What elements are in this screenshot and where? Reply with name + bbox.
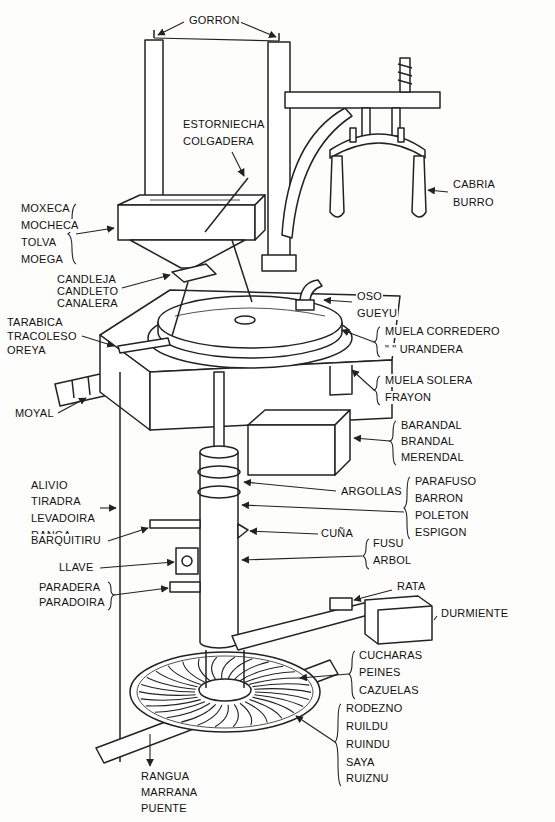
part-label: " " URANDERA — [384, 343, 464, 356]
cabria-brace — [282, 108, 352, 238]
burro-arch — [330, 134, 425, 158]
wheel-blade — [245, 672, 295, 683]
part-label: SAYA — [345, 756, 376, 769]
part-label: FRAYON — [384, 391, 432, 404]
wheel-blade — [146, 700, 201, 706]
part-label: PEINES — [358, 666, 402, 679]
part-label: ESTORNIECHA — [182, 118, 265, 131]
wheel-blade — [168, 666, 201, 685]
estorniecha — [205, 178, 248, 232]
part-label: RUIZNU — [345, 772, 390, 785]
part-label: MOYAL — [14, 407, 55, 420]
part-label: TARABICA — [6, 316, 64, 329]
part-label: PARADERA — [38, 581, 101, 594]
part-label: MUELA SOLERA — [384, 374, 473, 387]
llave — [176, 548, 198, 574]
wheel-blade — [254, 689, 311, 693]
barandal — [248, 425, 335, 475]
part-label: MARRANA — [140, 786, 198, 799]
wheel-blade — [252, 684, 309, 687]
cabria-beam — [285, 92, 440, 108]
colgadera — [232, 240, 252, 302]
part-label: MERENDAL — [400, 451, 465, 464]
part-label: BRANDAL — [400, 435, 455, 448]
part-label: CANALERA — [56, 297, 119, 310]
part-label: RUINDU — [345, 738, 391, 751]
part-label: MOCHECA — [20, 219, 80, 232]
part-label: ARBOL — [372, 554, 412, 567]
part-label: CUCHARAS — [358, 649, 423, 662]
wheel-blade — [155, 702, 205, 713]
part-label: BARANDAL — [400, 419, 463, 432]
part-label: BURRO — [452, 196, 495, 209]
part-label: POLETON — [414, 509, 470, 522]
wheel-blade — [240, 703, 252, 725]
part-label: ALIVIO — [30, 479, 69, 492]
part-label: BARRON — [414, 492, 464, 505]
table-front — [150, 360, 392, 430]
rodezno — [130, 652, 320, 732]
wheel-blade — [222, 657, 235, 679]
part-label: CUÑA — [320, 527, 354, 540]
part-label: RUILDU — [345, 720, 389, 733]
part-label: LLAVE — [58, 561, 94, 574]
part-label: MOXECA — [20, 202, 71, 215]
fusu — [200, 452, 238, 648]
part-label: ARGOLLAS — [340, 485, 403, 498]
part-label: TOLVA — [20, 236, 57, 249]
wheel-blade — [141, 697, 198, 700]
part-label: OSO — [356, 290, 383, 303]
hub — [199, 679, 251, 701]
part-label: RATA — [396, 580, 427, 593]
wheel-blade — [249, 700, 282, 719]
part-label: ESPIGON — [414, 526, 468, 539]
burro-arm — [412, 156, 426, 217]
part-label: TRACOLESO — [6, 330, 78, 343]
barquitiru — [150, 520, 200, 528]
part-label: PUENTE — [140, 802, 188, 815]
durmiente — [365, 596, 432, 644]
parafuso — [214, 372, 224, 452]
part-label: GUEYU — [356, 307, 398, 320]
part-label: TIRADRA — [30, 495, 82, 508]
table-top — [100, 290, 400, 372]
wheel-blade — [249, 678, 304, 684]
part-label: MUELA CORREDERO — [384, 325, 501, 338]
cuna — [238, 524, 248, 538]
part-label: RANGUA — [140, 770, 190, 783]
part-label: BARQUITIRU — [30, 534, 102, 547]
part-label: LEVADOIRA — [30, 512, 96, 525]
wheel-blade — [233, 704, 238, 726]
rata — [330, 598, 352, 610]
paradera — [170, 582, 200, 592]
post — [145, 40, 163, 205]
tolva-funnel — [130, 240, 245, 268]
tolva-top — [118, 195, 265, 205]
part-label: CABRIA — [452, 178, 496, 191]
tarabica — [118, 338, 170, 353]
part-label: RODEZNO — [345, 702, 403, 715]
post-base — [262, 255, 296, 271]
part-label: COLGADERA — [182, 135, 255, 148]
tolva-front — [118, 205, 255, 240]
wheel-blade — [215, 705, 228, 727]
candleja — [172, 264, 216, 282]
alivio — [119, 372, 121, 762]
part-label: CAZUELAS — [358, 684, 420, 697]
part-label: GORRON — [188, 14, 241, 27]
oso — [300, 280, 322, 302]
part-label: DURMIENTE — [440, 607, 509, 620]
wheel-blade — [212, 657, 217, 679]
burro-arm — [330, 156, 344, 217]
part-label: PARAFUSO — [414, 475, 477, 488]
part-label: FUSU — [372, 537, 405, 550]
part-label: MOEGA — [20, 253, 64, 266]
part-label: PARADOIRA — [38, 596, 106, 609]
part-label: OREYA — [6, 344, 47, 357]
wheel-blade — [198, 659, 210, 681]
muela-corredera — [158, 296, 342, 348]
